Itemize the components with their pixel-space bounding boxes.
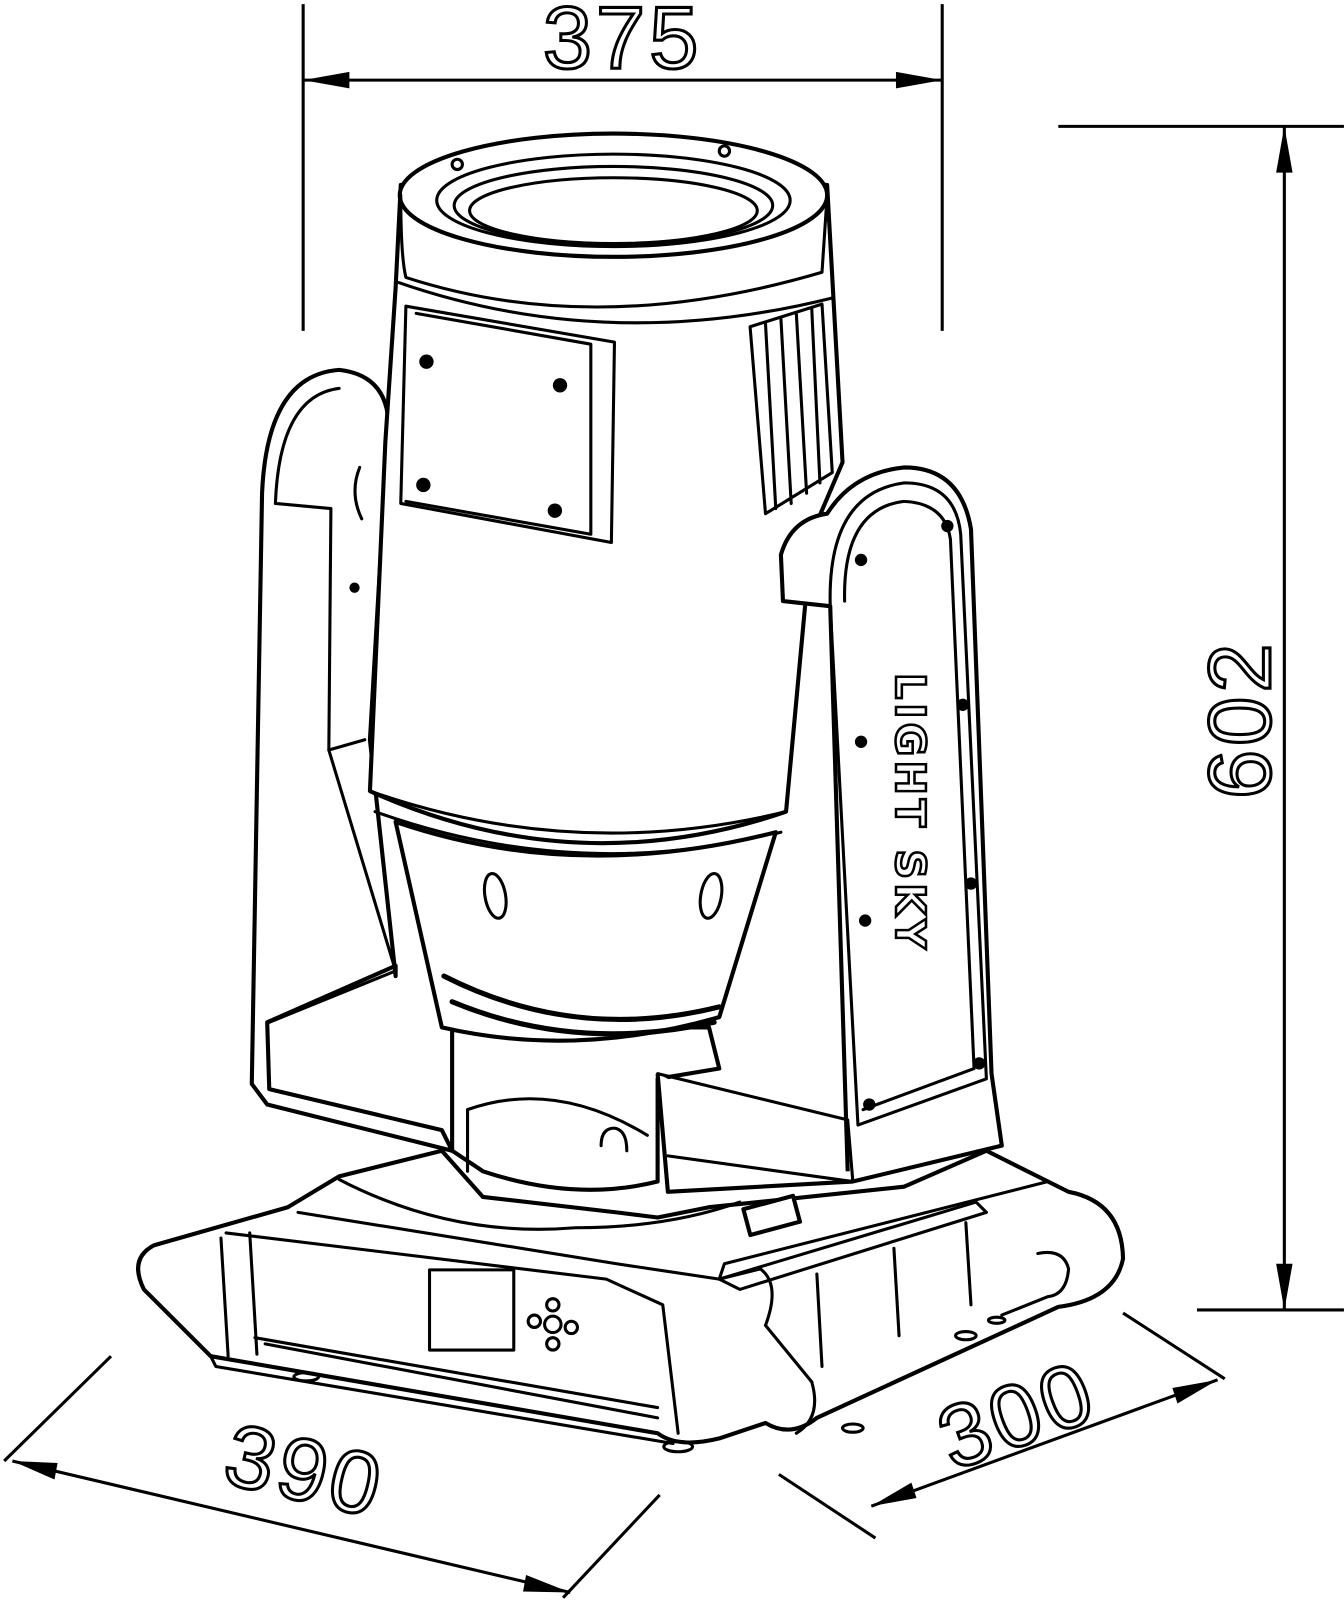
screw-icon: [956, 698, 969, 711]
cone-hole: [698, 872, 724, 920]
display-screen: [427, 1268, 516, 1352]
connector-panel: [741, 1193, 802, 1238]
base-side-ribs: [815, 1221, 973, 1369]
screw-icon: [964, 877, 978, 890]
head-cone: [393, 819, 778, 1043]
screw-icon: [854, 553, 868, 567]
dimension-width-top: 375: [301, 0, 944, 331]
left-arm-inner-edge: [273, 386, 367, 752]
right-arm-bottom: [656, 1072, 855, 1184]
button-right-icon: [563, 1319, 580, 1336]
dimension-height: 602: [1058, 124, 1344, 1312]
base-right-roller: [717, 1267, 814, 1384]
base-front-edge: [224, 1231, 680, 1435]
head-top-rim: [397, 131, 830, 259]
right-arm-face: [828, 481, 988, 1127]
screw-icon: [552, 378, 568, 393]
base-bottom-rail: [253, 1336, 660, 1420]
extension-line: [1122, 1311, 1226, 1381]
screw-icon: [450, 157, 464, 172]
extension-line: [3, 1355, 113, 1463]
dimension-label-602: 602: [1190, 639, 1289, 799]
extension-line: [778, 1473, 877, 1540]
control-buttons: [526, 1297, 580, 1352]
left-arm-hub: [353, 465, 364, 521]
head-top-band: [399, 193, 829, 309]
extension-line: [561, 1493, 661, 1599]
left-arm-bevel: [267, 748, 398, 1024]
right-arm-body: [655, 465, 1004, 1194]
base-roller-end: [794, 1380, 817, 1435]
dimension-line: [12, 1459, 571, 1595]
cone-hole: [482, 872, 508, 920]
dimension-label-300: 300: [925, 1341, 1109, 1489]
screw-icon: [717, 144, 732, 158]
head-tilt-ring: [441, 973, 722, 1037]
screw-icon: [863, 1098, 876, 1111]
screw-icon: [854, 735, 868, 748]
button-left-icon: [526, 1313, 543, 1329]
screw-icon: [858, 914, 872, 927]
head-band-line: [397, 281, 834, 325]
front-lens: [468, 176, 759, 246]
yoke-arm-left: [249, 367, 455, 1153]
yoke-arm-right: LIGHT SKY: [655, 465, 1004, 1194]
base-side-handle: [1000, 1250, 1071, 1317]
base-top-curve: [337, 1177, 742, 1231]
arrow-head: [1276, 1263, 1293, 1310]
base-front-left-edge: [219, 1231, 259, 1358]
base-side-slot: [717, 1200, 988, 1291]
arrow-head: [12, 1460, 58, 1480]
button-down-icon: [545, 1336, 561, 1352]
screw-icon: [941, 519, 954, 533]
button-up-icon: [545, 1297, 561, 1313]
screw-icon: [419, 354, 434, 369]
arrow-head: [303, 71, 350, 89]
screw-icon: [349, 582, 360, 593]
screw-icon: [416, 477, 431, 493]
fixture-head: [367, 131, 845, 1043]
lens-ring-outer: [435, 152, 792, 249]
base-feet: [292, 1315, 1007, 1454]
dimension-label-375: 375: [543, 0, 703, 87]
vent-slats: [748, 302, 834, 516]
screw-icon: [973, 1057, 986, 1070]
base-bottom-edge: [209, 1354, 675, 1446]
pan-column-knob: [599, 1126, 629, 1153]
arrow-head: [1172, 1379, 1218, 1404]
brand-logo: LIGHT SKY: [886, 673, 934, 953]
arrow-head: [1276, 126, 1293, 173]
arrow-head: [895, 71, 943, 89]
head-side-panel-inner: [404, 311, 593, 536]
fixture-base: [136, 1148, 1126, 1454]
pan-column-curve: [466, 1097, 649, 1173]
dimension-line: [870, 1378, 1219, 1508]
head-side-panel: [399, 304, 617, 545]
arrow-head: [523, 1575, 571, 1593]
screw-icon: [547, 503, 563, 518]
pan-column: [450, 1025, 722, 1192]
head-body: [367, 182, 845, 846]
arrow-head: [871, 1482, 917, 1507]
button-enter-icon: [543, 1314, 563, 1335]
